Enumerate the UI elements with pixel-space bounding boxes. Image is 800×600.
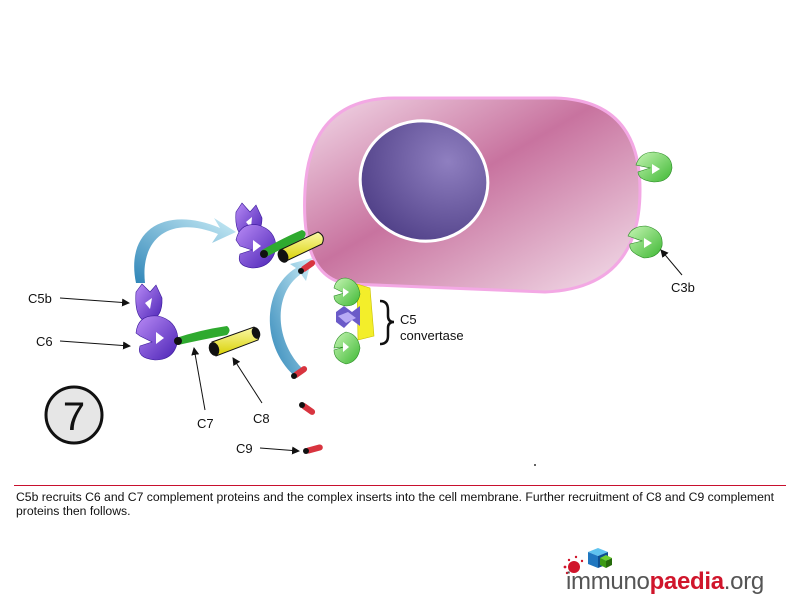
c9-molecule-1 <box>298 260 316 274</box>
label-c7: C7 <box>197 416 214 431</box>
c8-protein <box>208 326 261 357</box>
c3b-protein-upper <box>635 151 673 183</box>
c9-pointer <box>259 446 300 455</box>
cell-nucleus <box>358 119 490 243</box>
c5-convertase <box>333 277 375 365</box>
c9-molecule-4 <box>303 444 323 454</box>
caption-divider <box>14 485 786 486</box>
c7-pointer <box>191 347 206 411</box>
label-c9: C9 <box>236 441 253 456</box>
label-c8: C8 <box>253 411 270 426</box>
immunopaedia-logo: immunopaedia.org <box>560 540 790 600</box>
c7-protein <box>174 326 230 345</box>
figure-caption: C5b recruits C6 and C7 complement protei… <box>16 490 775 518</box>
c5b-pointer <box>59 297 130 307</box>
c5b-c6-c7-c8-complex <box>235 202 324 269</box>
target-cell <box>303 96 642 294</box>
label-c5-convertase-line2: convertase <box>400 328 464 343</box>
label-c6: C6 <box>36 334 53 349</box>
c6-protein <box>135 315 179 361</box>
logo-mark-icon <box>563 548 612 575</box>
label-c3b: C3b <box>671 280 695 295</box>
step-number-badge: 7 <box>44 385 104 445</box>
recruitment-arrow-middle <box>269 258 312 378</box>
c5-convertase-brace <box>379 299 395 346</box>
c3b-pointer <box>660 249 683 276</box>
label-c5b: C5b <box>28 291 52 306</box>
stray-dot <box>534 464 536 466</box>
step-number: 7 <box>63 395 85 439</box>
c3b-protein-lower <box>627 225 663 259</box>
c9-molecule-3 <box>299 402 316 415</box>
complement-diagram: C5b C6 C7 C8 C9 C3b C5 convertase 7 <box>28 96 695 466</box>
recruitment-arrow-top <box>134 218 236 283</box>
c6-pointer <box>59 340 131 350</box>
label-c5-convertase-line1: C5 <box>400 312 417 327</box>
c8-pointer <box>232 357 263 404</box>
logo-wordmark: immunopaedia.org <box>566 568 764 595</box>
c9-molecule-2 <box>291 366 308 379</box>
